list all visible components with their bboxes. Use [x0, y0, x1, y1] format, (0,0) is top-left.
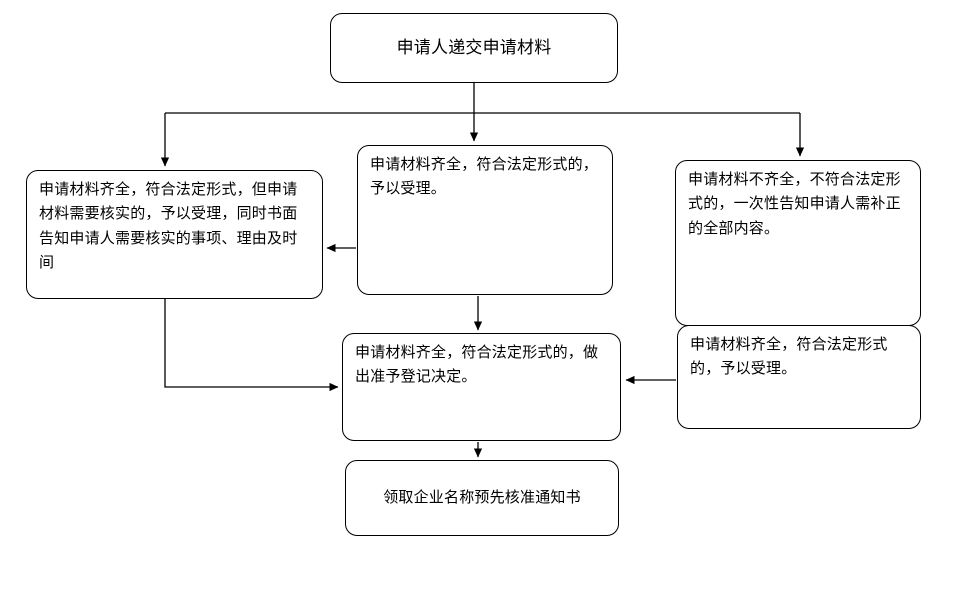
- edge-submit-bus: [165, 83, 800, 114]
- node-materials-complete-accept[interactable]: 申请材料齐全，符合法定形式的，予以受理。: [357, 145, 613, 295]
- node-collect-approval-notice-label: 领取企业名称预先核准通知书: [383, 488, 581, 506]
- edge-verify-to-decision: [164, 299, 339, 392]
- node-resubmitted-materials-accept-label: 申请材料齐全，符合法定形式的，予以受理。: [690, 336, 888, 378]
- node-approval-decision[interactable]: 申请材料齐全，符合法定形式的，做出准予登记决定。: [342, 333, 621, 441]
- node-collect-approval-notice[interactable]: 领取企业名称预先核准通知书: [345, 460, 619, 536]
- node-accept-with-verification[interactable]: 申请材料齐全，符合法定形式，但申请材料需要核实的，予以受理，同时书面告知申请人需…: [26, 170, 323, 299]
- node-materials-complete-accept-label: 申请材料齐全，符合法定形式的，予以受理。: [370, 156, 599, 198]
- node-resubmitted-materials-accept[interactable]: 申请材料齐全，符合法定形式的，予以受理。: [677, 325, 921, 429]
- node-submit-application[interactable]: 申请人递交申请材料: [330, 13, 618, 83]
- node-submit-application-label: 申请人递交申请材料: [396, 38, 552, 58]
- node-materials-incomplete-notify[interactable]: 申请材料不齐全，不符合法定形式的，一次性告知申请人需补正的全部内容。: [675, 160, 921, 326]
- node-accept-with-verification-label: 申请材料齐全，符合法定形式，但申请材料需要核实的，予以受理，同时书面告知申请人需…: [39, 181, 298, 271]
- node-materials-incomplete-notify-label: 申请材料不齐全，不符合法定形式的，一次性告知申请人需补正的全部内容。: [688, 171, 901, 237]
- node-approval-decision-label: 申请材料齐全，符合法定形式的，做出准予登记决定。: [355, 344, 599, 386]
